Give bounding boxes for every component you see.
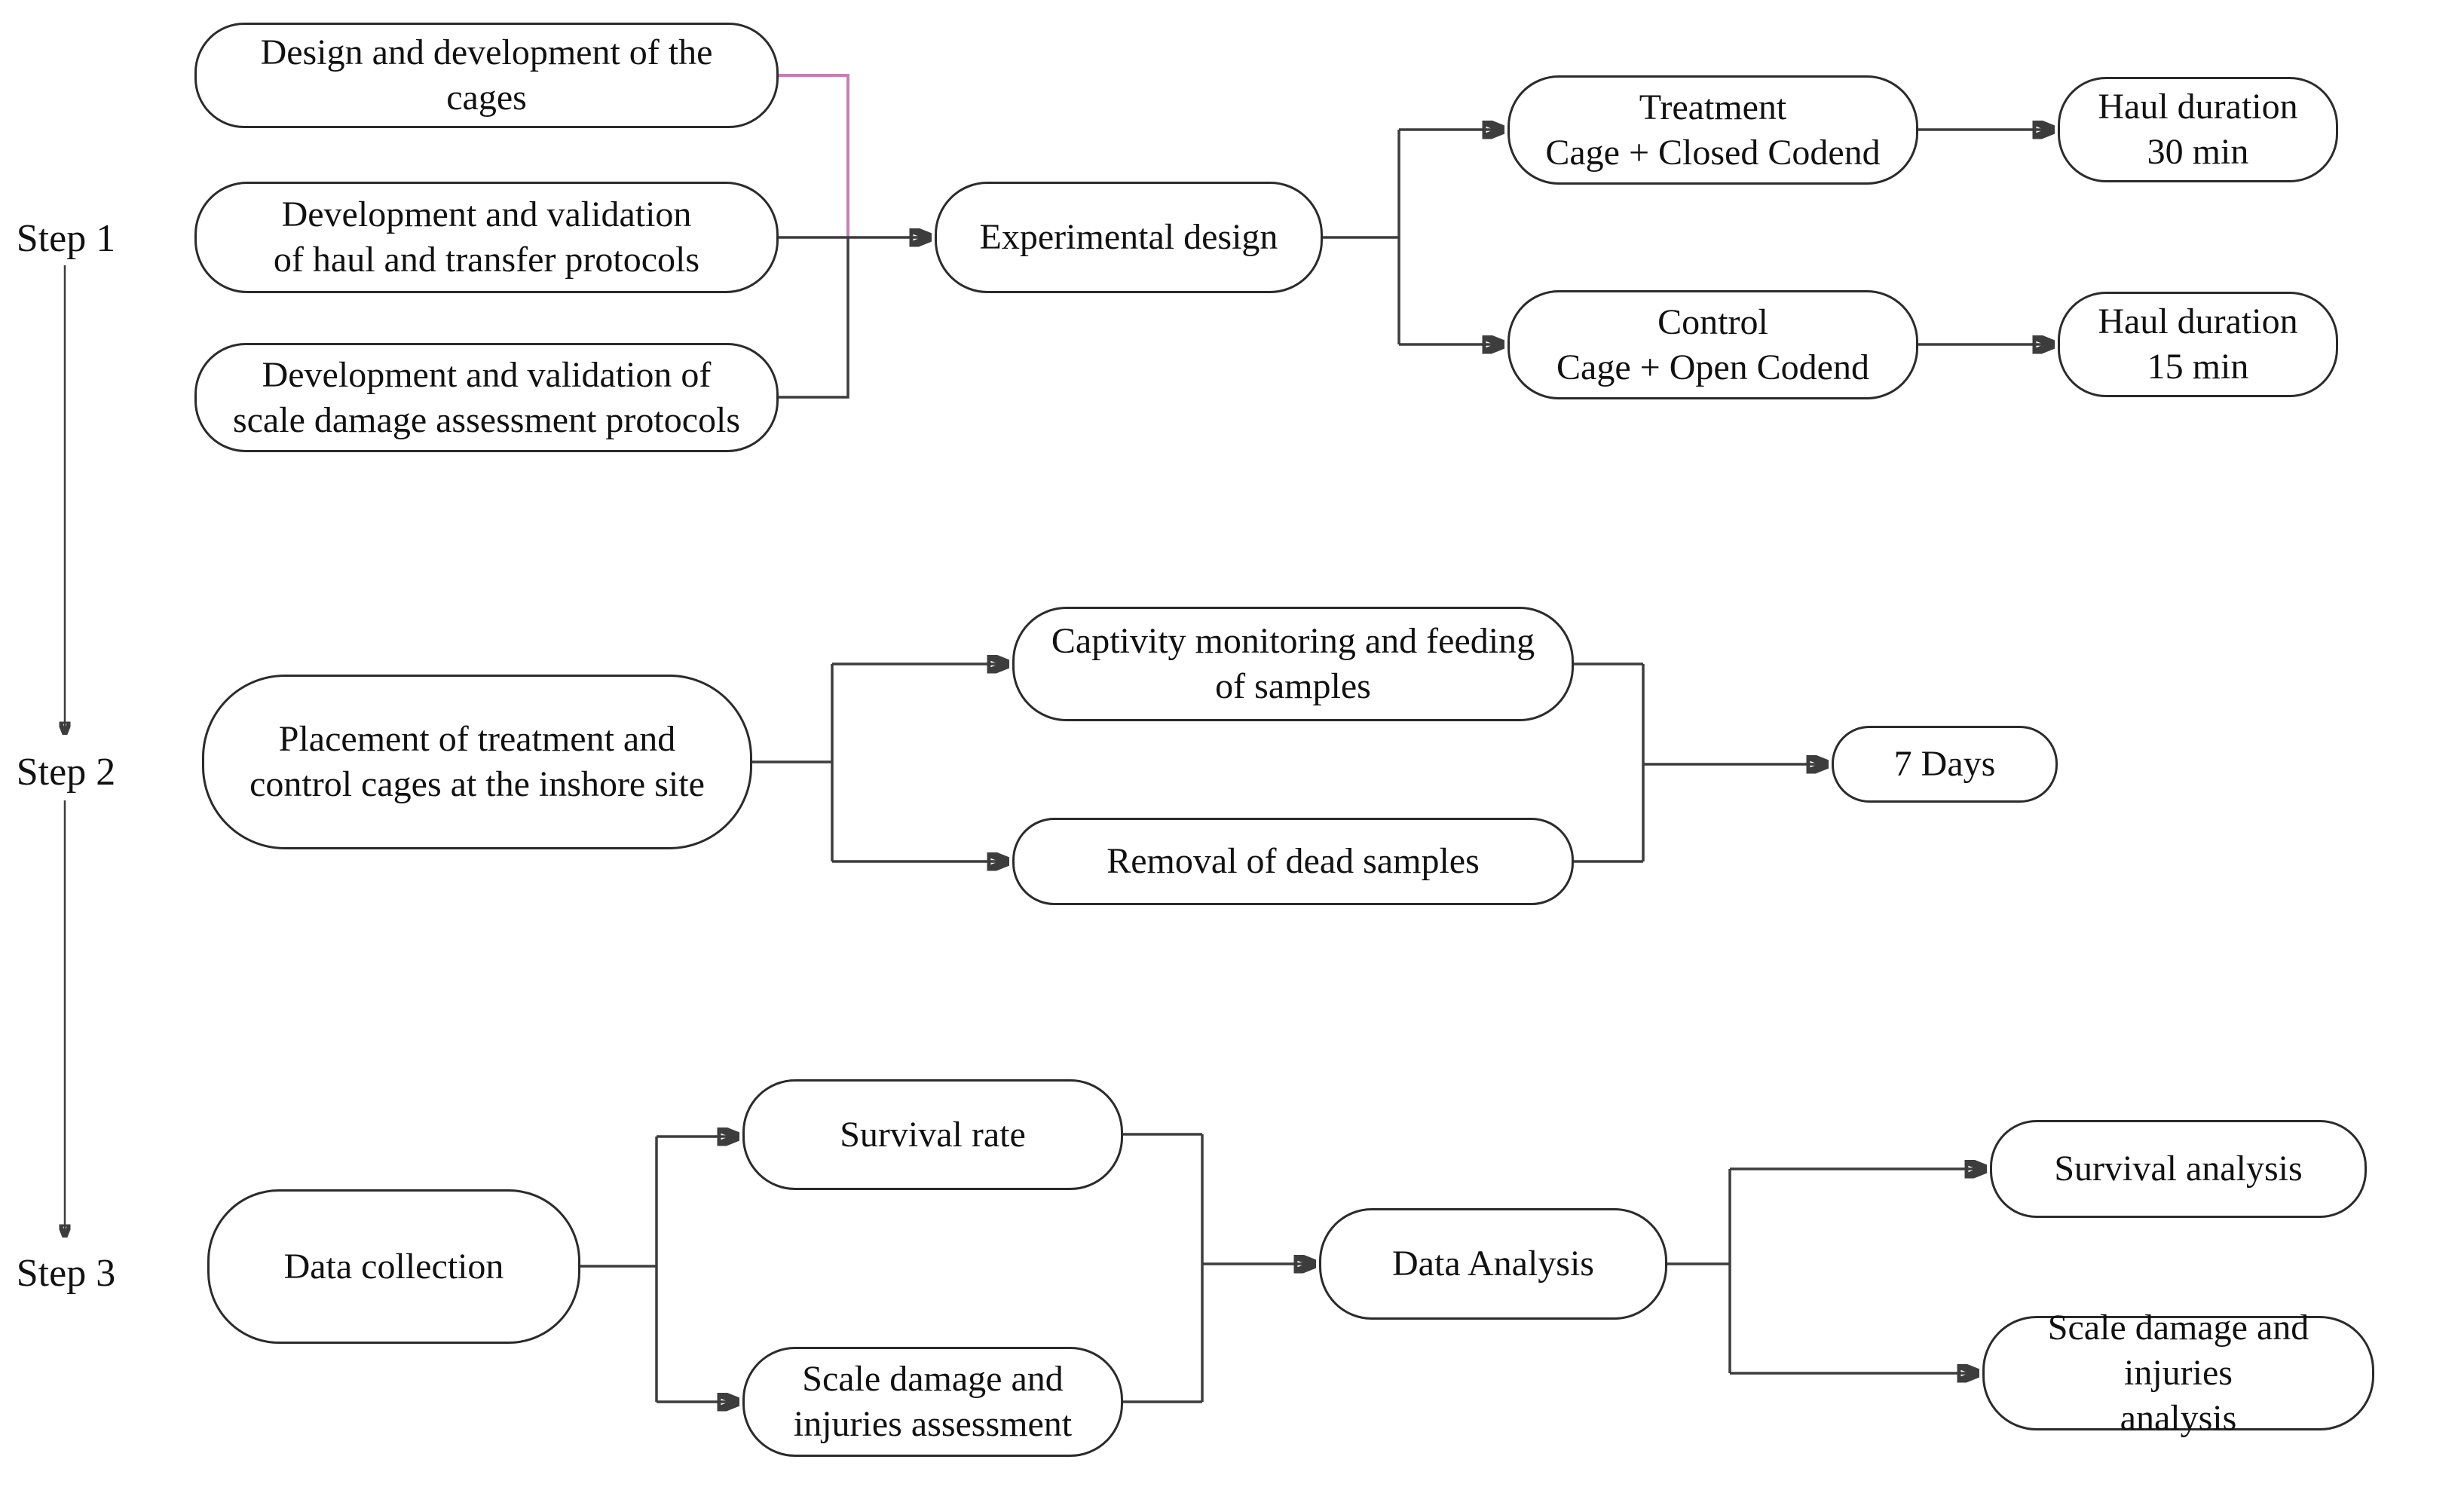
node-haul-protocols: Development and validation of haul and t… (194, 182, 779, 293)
node-scale-protocols-label: Development and validation of scale dama… (232, 354, 741, 440)
node-experimental-design: Experimental design (935, 182, 1323, 293)
node-scale-protocols: Development and validation of scale dama… (194, 343, 779, 452)
step-3-label: Step 3 (16, 1252, 116, 1295)
node-survival-rate: Survival rate (742, 1079, 1123, 1190)
node-survival-rate-label: Survival rate (840, 1114, 1026, 1155)
connector-dataanalysis-branch (1667, 1169, 1731, 1373)
connector-expdesign-branch (1323, 130, 1400, 344)
connector-placement-branch (752, 664, 834, 861)
node-captivity-monitoring-label: Captivity monitoring and feeding of samp… (1051, 621, 1535, 706)
node-survival-analysis-label: Survival analysis (2054, 1149, 2303, 1189)
node-7-days-label: 7 Days (1893, 744, 1996, 784)
node-scale-assessment-label: Scale damage and injuries assessment (793, 1359, 1073, 1444)
node-scale-assessment: Scale damage and injuries assessment (742, 1347, 1123, 1457)
connector-scale-protocols-up (779, 237, 849, 399)
node-haul-duration-15: Haul duration 15 min (2058, 292, 2338, 397)
step-1-label: Step 1 (16, 217, 116, 260)
node-captivity-monitoring: Captivity monitoring and feeding of samp… (1012, 607, 1574, 721)
node-haul-duration-30-label: Haul duration 30 min (2098, 87, 2298, 172)
node-data-analysis: Data Analysis (1319, 1208, 1667, 1320)
node-haul-protocols-label: Development and validation of haul and t… (273, 194, 700, 280)
node-design-cages: Design and development of the cages (194, 23, 779, 128)
node-removal-dead-samples: Removal of dead samples (1012, 818, 1574, 905)
connector-step2-merge (1574, 662, 1645, 863)
connector-cages-highlight (779, 74, 849, 237)
step-2-label: Step 2 (16, 751, 116, 794)
node-data-collection-label: Data collection (283, 1246, 504, 1287)
node-haul-duration-30: Haul duration 30 min (2058, 77, 2338, 182)
node-scale-analysis-label: Scale damage and injuries analysis (2047, 1308, 2309, 1438)
node-data-analysis-label: Data Analysis (1392, 1244, 1594, 1284)
node-design-cages-label: Design and development of the cages (260, 32, 713, 118)
node-treatment-label: Treatment Cage + Closed Codend (1545, 87, 1881, 173)
node-data-collection: Data collection (207, 1189, 580, 1344)
node-control: Control Cage + Open Codend (1507, 290, 1918, 399)
node-treatment: Treatment Cage + Closed Codend (1507, 75, 1918, 185)
node-haul-duration-15-label: Haul duration 15 min (2098, 301, 2298, 387)
node-experimental-design-label: Experimental design (979, 217, 1278, 257)
node-removal-dead-samples-label: Removal of dead samples (1107, 841, 1480, 881)
node-survival-analysis: Survival analysis (1990, 1120, 2367, 1218)
node-placement: Placement of treatment and control cages… (202, 675, 752, 849)
node-placement-label: Placement of treatment and control cages… (249, 719, 705, 804)
connector-datacollection-branch (580, 1137, 658, 1402)
connector-step3-merge (1123, 1133, 1204, 1403)
node-control-label: Control Cage + Open Codend (1556, 301, 1869, 387)
node-scale-analysis: Scale damage and injuries analysis (1982, 1308, 2374, 1438)
node-7-days: 7 Days (1832, 726, 2058, 803)
